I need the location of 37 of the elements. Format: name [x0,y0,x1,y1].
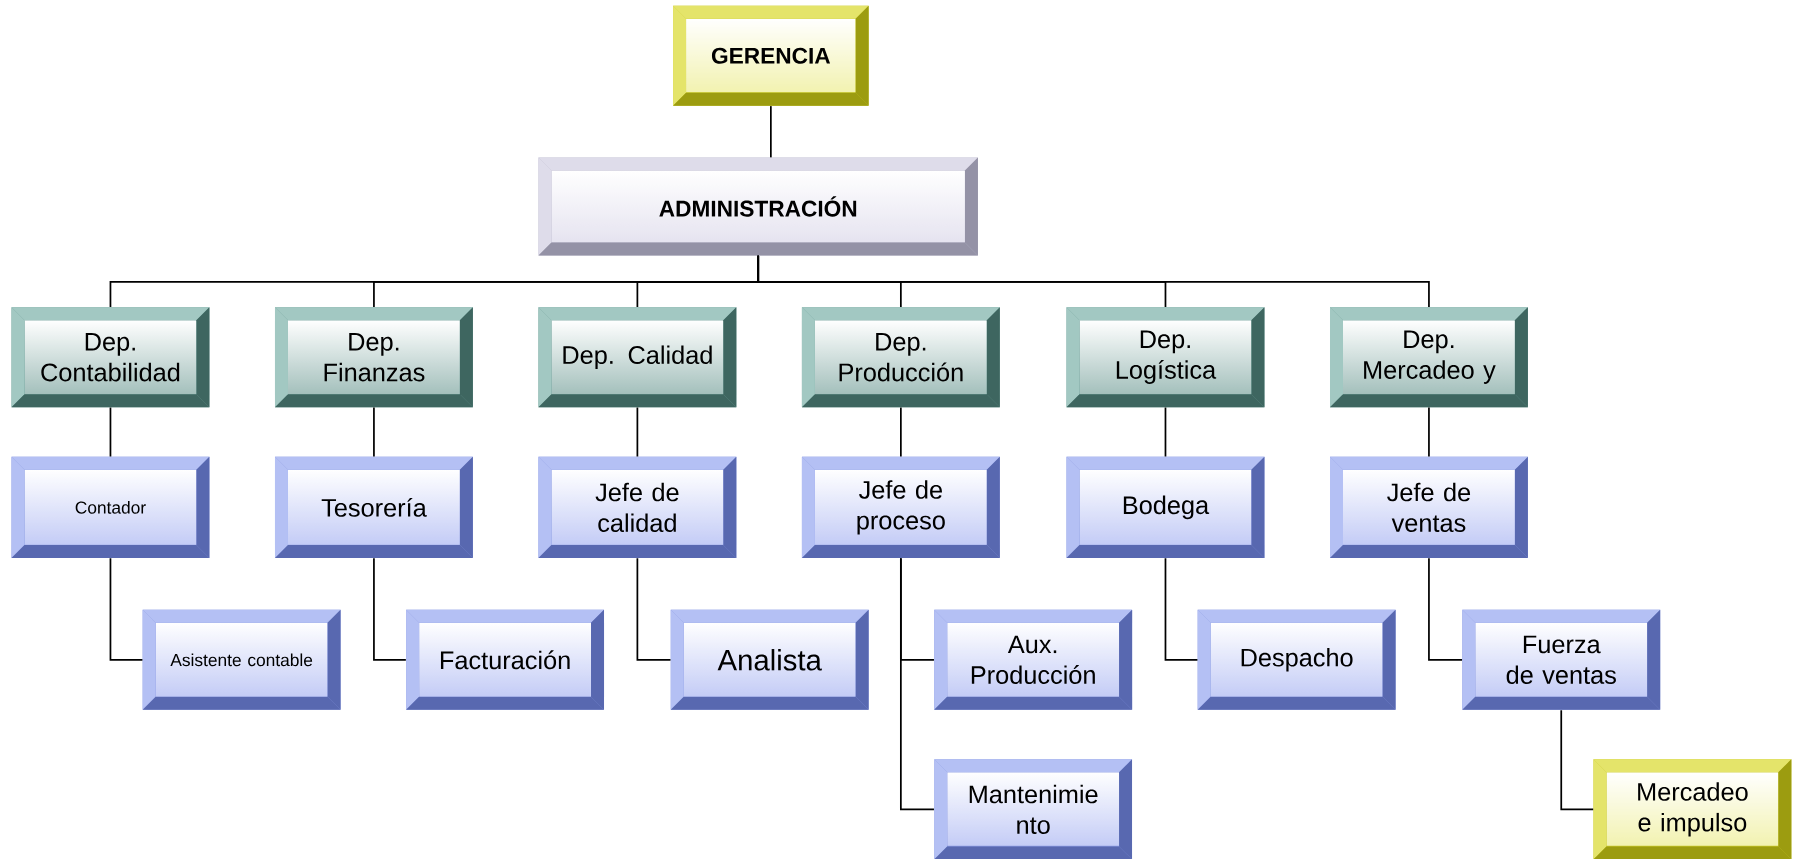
org-box: Dep. Contabilidad [11,307,210,408]
org-box: Contador [11,456,210,558]
connector-line [1560,709,1595,811]
org-box: Tesorería [275,456,473,558]
connector-line [636,406,639,458]
connector-line [109,557,144,661]
org-box: Dep. Producción [801,307,1000,408]
org-box: ADMINISTRACIÓN [538,157,978,256]
connector-line [900,557,935,811]
org-box: Jefe de calidad [538,456,737,558]
connector-line [1164,557,1199,661]
connector-line [900,406,902,458]
org-box: GERENCIA [673,5,869,106]
org-box: Jefe de ventas [1330,456,1528,558]
connector-line [373,557,407,661]
org-box: Dep. Finanzas [275,307,473,408]
connector-line [1428,406,1430,458]
org-box: Bodega [1066,456,1265,558]
connector-line [109,406,112,458]
org-box: Dep. Calidad [538,307,737,408]
connector-line [636,557,672,661]
connector-line [770,105,772,159]
org-box: Jefe de proceso [801,456,1000,558]
connector-line [373,406,375,458]
org-box: Dep. Logística [1066,307,1265,408]
org-box: Mercadeo e impulso [1593,759,1792,859]
connector-line [757,254,1430,308]
org-box: Mantenimie nto [934,759,1133,859]
org-box: Despacho [1197,609,1396,710]
org-box: Asistente contable [142,609,341,710]
connector-line [1428,557,1463,661]
org-box: Analista [670,609,869,710]
org-box: Fuerza de ventas [1462,609,1661,710]
org-box: Aux. Producción [934,609,1133,710]
org-box: Facturación [406,609,605,710]
org-box: Dep. Mercadeo y [1330,307,1528,408]
connector-line [1164,406,1167,458]
